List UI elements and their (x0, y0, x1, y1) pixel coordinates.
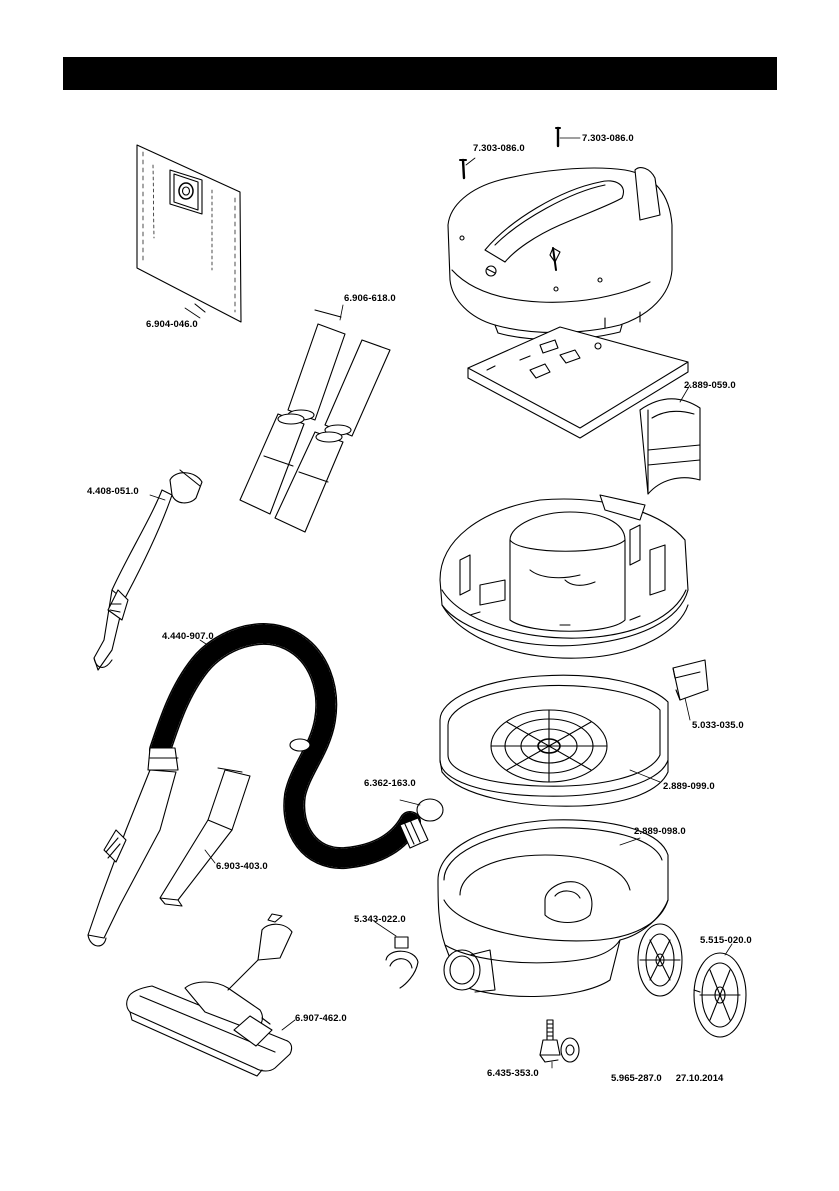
motor-head-illustration (447, 167, 673, 341)
hose-handle-illustration (87, 769, 177, 947)
hose-clamp-illustration (385, 936, 419, 989)
screw-illustrations (459, 126, 561, 180)
part-label-castor: 6.435-353.0 (487, 1068, 539, 1079)
part-label-screw-top-left: 7.303-086.0 (473, 143, 525, 154)
clip-illustration (672, 659, 709, 701)
castor-illustration (539, 1019, 580, 1063)
handle-bend-illustration (93, 469, 203, 671)
cartridge-filter-illustration (239, 309, 391, 533)
body-frame-illustration (439, 494, 689, 659)
part-label-flat-filter: 2.889-059.0 (684, 380, 736, 391)
part-label-wheel: 5.515-020.0 (700, 935, 752, 946)
footer-doc-number: 5.965-287.0 (611, 1073, 662, 1084)
part-label-hose-clamp: 5.343-022.0 (354, 914, 406, 925)
plate-illustration (467, 326, 689, 439)
wheel-illustration (637, 923, 747, 1038)
leader-lines (149, 137, 733, 1069)
part-label-crevice-nozzle: 6.903-403.0 (216, 861, 268, 872)
part-label-plug: 6.362-163.0 (364, 778, 416, 789)
part-label-handle-bend: 4.408-051.0 (87, 486, 139, 497)
part-label-suction-hose: 4.440-907.0 (162, 631, 214, 642)
part-label-container: 2.889-098.0 (634, 826, 686, 837)
part-label-clip: 5.033-035.0 (692, 720, 744, 731)
filter-bag-illustration (136, 144, 242, 323)
part-label-floor-nozzle: 6.907-462.0 (295, 1013, 347, 1024)
container-illustration (437, 819, 669, 998)
plug-illustration (416, 798, 444, 822)
part-label-filter-bag: 6.904-046.0 (146, 319, 198, 330)
header-bar (63, 57, 777, 90)
flat-filter-illustration (639, 398, 701, 495)
part-label-cartridge-filter: 6.906-618.0 (344, 293, 396, 304)
floor-nozzle-illustration (126, 913, 293, 1077)
container-lid-illustration (439, 674, 669, 807)
part-label-container-lid: 2.889-099.0 (663, 781, 715, 792)
crevice-nozzle-illustration (159, 767, 251, 907)
footer-date: 27.10.2014 (675, 1073, 724, 1084)
suction-hose-illustration (147, 623, 429, 870)
part-label-screw-top-right: 7.303-086.0 (582, 133, 634, 144)
footer-doc-info: 5.965-287.0 27.10.2014 (611, 1073, 723, 1084)
